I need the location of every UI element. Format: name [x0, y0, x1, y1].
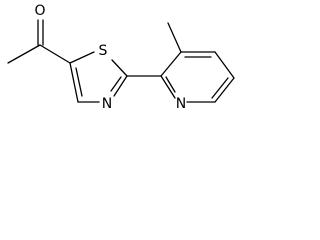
- bond-c4-c5-outer: [69, 62, 79, 103]
- pyridine-nitrogen-label: N: [176, 96, 186, 112]
- acetyl-group: O: [7, 3, 71, 64]
- bond-carbonyl-c5: [39, 44, 71, 64]
- chemical-structure: O S N N: [7, 3, 235, 112]
- sulfur-atom-label: S: [99, 43, 108, 59]
- bond-c5-c6-inner: [211, 77, 229, 99]
- bond-c4-c5: [214, 51, 235, 79]
- bond-c2-n3-outer: [113, 75, 128, 97]
- thiazole-nitrogen-label: N: [102, 96, 112, 112]
- pyridine-ring: N: [160, 22, 235, 112]
- bond-methyl-carbonyl: [7, 44, 41, 64]
- bond-c2-n3-inner: [110, 76, 122, 92]
- bond-n1-c2-outer: [160, 75, 176, 99]
- bond-sulfur-c2: [111, 59, 128, 77]
- bond-c4-c5-inner: [75, 67, 83, 97]
- thiazole-ring: S N: [69, 43, 128, 112]
- bond-c2-c3: [160, 51, 182, 77]
- oxygen-atom-label: O: [34, 3, 45, 19]
- bond-n1-c2-inner: [165, 76, 176, 93]
- bond-c5-c6-outer: [214, 77, 235, 103]
- bond-c5-sulfur: [69, 51, 95, 64]
- bond-c3-methyl: [167, 22, 182, 53]
